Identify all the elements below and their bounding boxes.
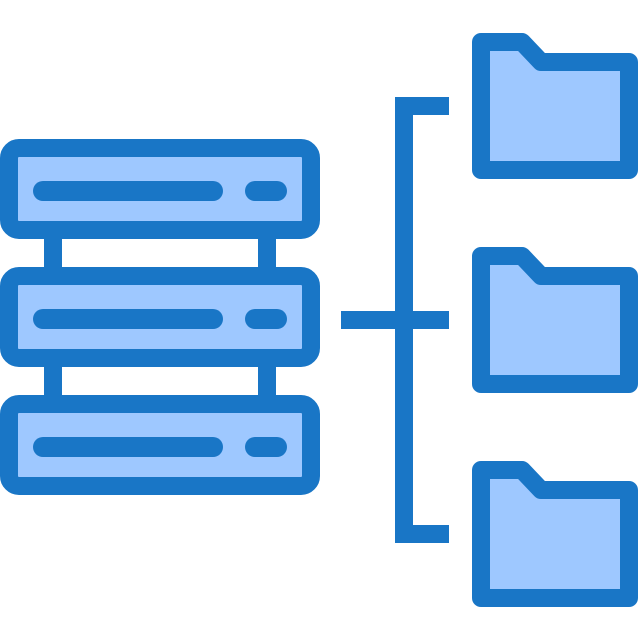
folder-icon	[472, 247, 638, 393]
rack-connectors	[44, 236, 276, 402]
server-unit-led	[245, 181, 287, 201]
rack-connector-right-lower	[258, 362, 276, 402]
folder-icon	[472, 461, 638, 607]
server-unit-top	[0, 139, 320, 239]
folder-icon	[472, 33, 638, 179]
server-unit-led	[245, 437, 287, 457]
server-unit-slot	[33, 437, 223, 457]
rack-connector-right-upper	[258, 236, 276, 276]
server-unit-middle	[0, 267, 320, 367]
folder-top	[472, 33, 638, 179]
rack-connector-left-lower	[44, 362, 62, 402]
bracket-spine	[395, 97, 413, 543]
server-unit-bottom	[0, 395, 320, 495]
server-unit-led	[245, 309, 287, 329]
network-bracket	[341, 97, 449, 543]
bracket-top-arm	[395, 97, 449, 115]
rack-connector-left-upper	[44, 236, 62, 276]
folder-middle	[472, 247, 638, 393]
bracket-bottom-arm	[395, 525, 449, 543]
server-unit-slot	[33, 181, 223, 201]
server-unit-slot	[33, 309, 223, 329]
folder-bottom	[472, 461, 638, 607]
